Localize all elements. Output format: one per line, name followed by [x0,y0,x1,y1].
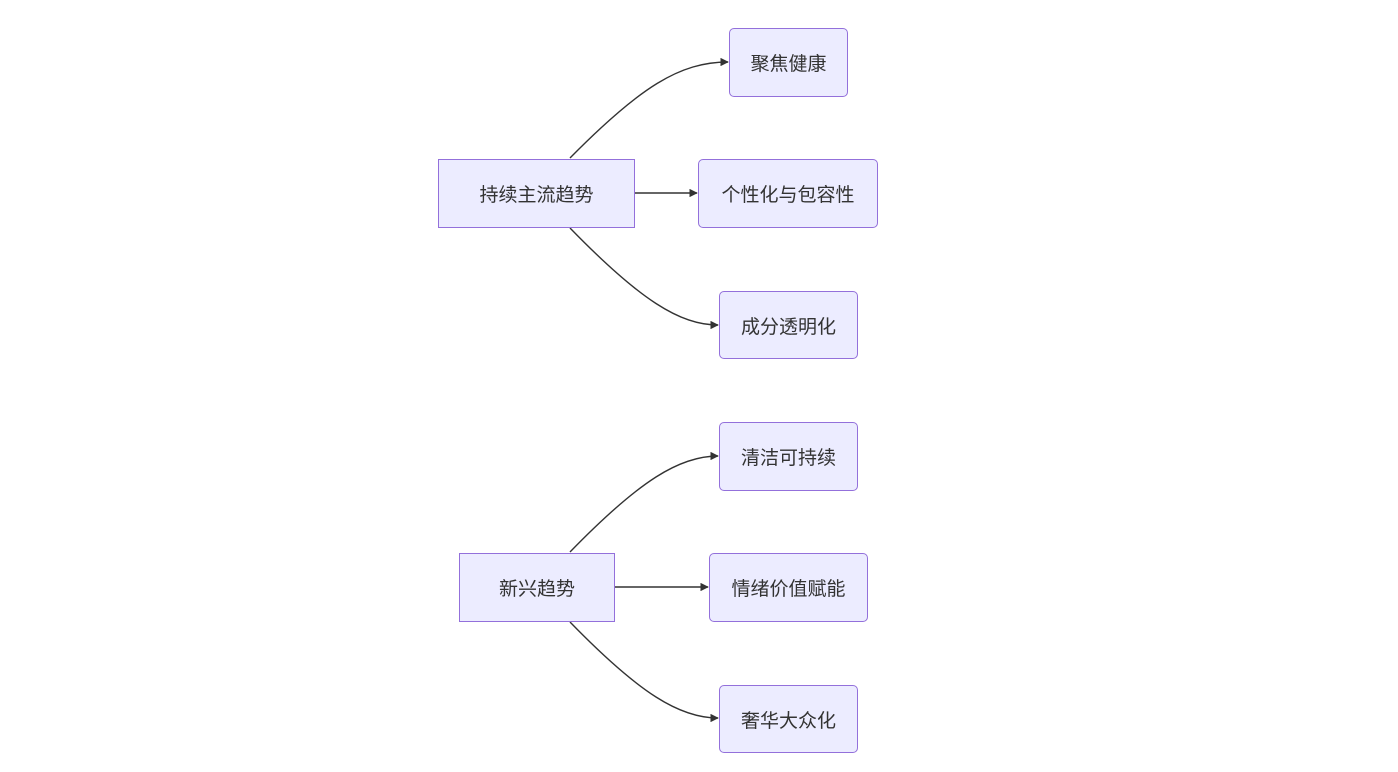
node-ingredient-transparency: 成分透明化 [719,291,858,359]
node-mainstream-trends: 持续主流趋势 [438,159,635,228]
node-luxury-mass-market: 奢华大众化 [719,685,858,753]
edge-root2-child1 [569,451,719,553]
edge-root1-child3 [569,227,719,330]
node-emotional-value: 情绪价值赋能 [709,553,868,622]
edge-root1-child1 [569,57,729,159]
node-focus-health: 聚焦健康 [729,28,848,97]
node-clean-sustainable: 清洁可持续 [719,422,858,491]
edge-root2-child3 [569,621,719,723]
node-personalization-inclusivity: 个性化与包容性 [698,159,878,228]
node-emerging-trends: 新兴趋势 [459,553,615,622]
